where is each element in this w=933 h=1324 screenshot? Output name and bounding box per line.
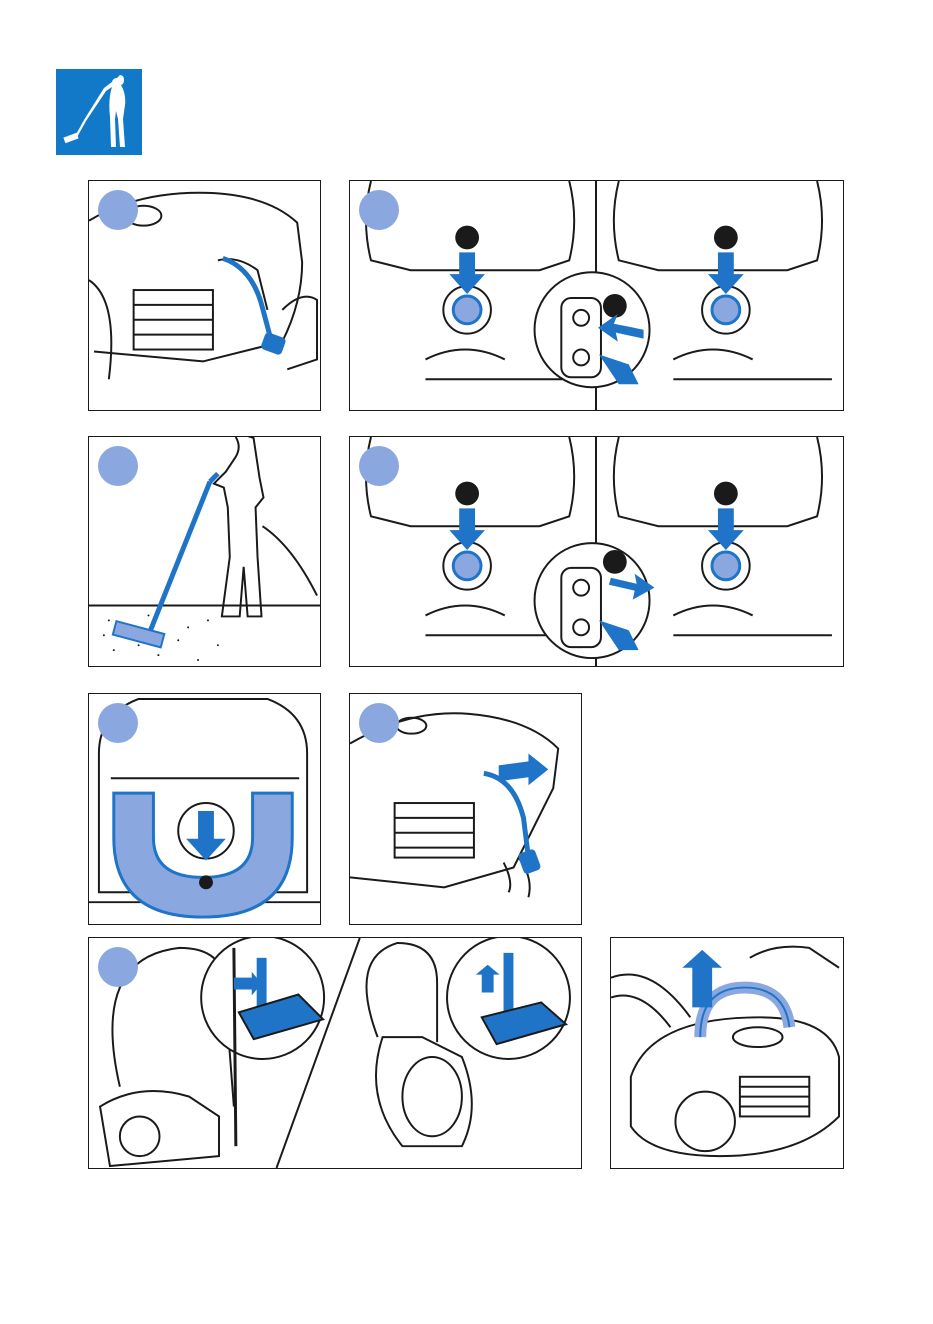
- panel-plug-cord: [88, 180, 321, 411]
- power-on-icon: [350, 181, 843, 410]
- panel-parking-storage: [88, 937, 582, 1169]
- step-badge: [359, 190, 399, 230]
- vacuuming-person-icon: [56, 69, 142, 155]
- step-badge: [98, 947, 138, 987]
- parking-storage-icon: [89, 938, 581, 1168]
- step-badge: [98, 703, 138, 743]
- carry-handle-icon: [611, 938, 843, 1168]
- panel-cord-rewind-button: [88, 693, 321, 925]
- step-badge: [359, 703, 399, 743]
- step-badge: [359, 446, 399, 486]
- panel-cord-rewind: [349, 693, 582, 925]
- panel-power-off: [349, 436, 844, 667]
- step-badge: [98, 190, 138, 230]
- panel-power-on: [349, 180, 844, 411]
- panel-vacuuming: [88, 436, 321, 667]
- step-badge: [98, 446, 138, 486]
- panel-carry-handle: [610, 937, 844, 1169]
- power-off-icon: [350, 437, 843, 666]
